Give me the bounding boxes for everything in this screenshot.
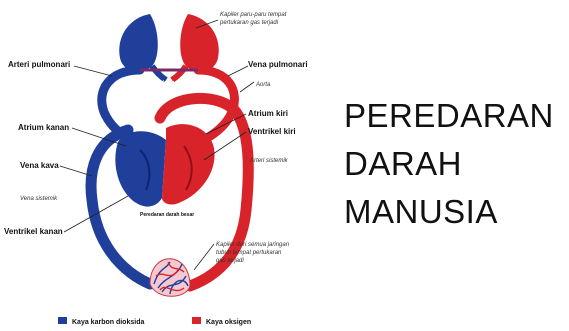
label-small-circulation: Peredaran darah kecil [150, 80, 203, 86]
page-title: PEREDARAN DARAH MANUSIA [344, 92, 569, 236]
legend-label-oxygen: Kaya oksigen [206, 319, 251, 326]
label-kapiler-tubuh-2: tubuh tempat pertukaran [216, 250, 282, 256]
label-vena-pulmonari: Vena pulmonari [248, 60, 308, 69]
label-ventrikel-kanan: Ventrikel kanan [4, 227, 63, 236]
legend: Kaya karbon dioksida Kaya oksigen [58, 317, 251, 326]
legend-swatch-blue [58, 317, 67, 324]
label-vena-sistemik: Vena sistemik [20, 196, 58, 202]
label-arteri-sistemik: Arteri sistemik [249, 158, 289, 164]
title-line-2: DARAH [344, 140, 569, 188]
legend-swatch-red [192, 317, 201, 324]
label-atrium-kanan: Atrium kanan [18, 123, 69, 132]
label-kapiler-paru-1: Kapiler paru-paru tempat [220, 12, 287, 18]
label-ventrikel-kiri: Ventrikel kiri [248, 127, 296, 136]
heart-left-side [162, 124, 215, 204]
label-kapiler-paru-2: pertukaran gas terjadi [219, 20, 279, 26]
label-kapiler-tubuh-1: Kapiler dari semua jaringan [216, 242, 290, 248]
label-aorta: Aorta [255, 82, 271, 88]
label-big-circulation: Peredaran darah besar [140, 212, 194, 218]
lung-right [180, 14, 219, 72]
heart-right-side [115, 131, 166, 206]
legend-label-co2: Kaya karbon dioksida [72, 319, 144, 326]
label-vena-kava: Vena kava [20, 161, 59, 170]
title-line-3: MANUSIA [344, 188, 569, 236]
label-atrium-kiri: Atrium kiri [248, 109, 288, 118]
label-arteri-pulmonari: Arteri pulmonari [8, 60, 70, 69]
lung-left [119, 14, 158, 72]
label-kapiler-tubuh-3: gas terjadi [216, 258, 244, 264]
title-line-1: PEREDARAN [344, 92, 569, 140]
